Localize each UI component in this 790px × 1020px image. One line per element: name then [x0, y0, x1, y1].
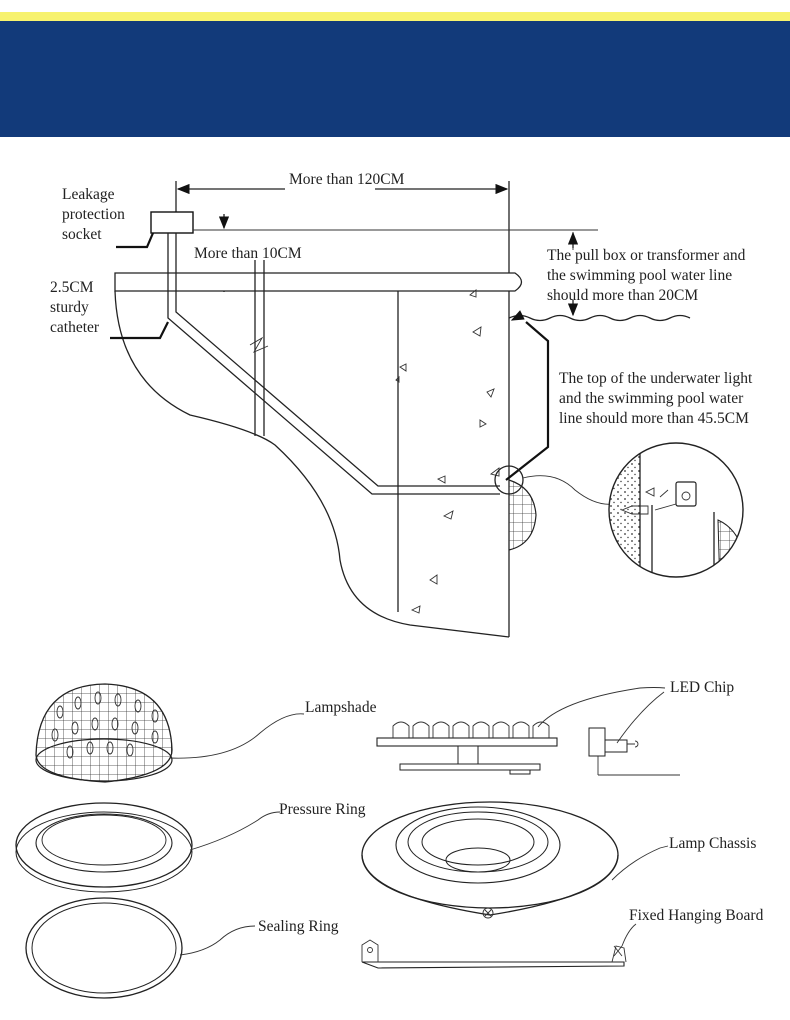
top-white-stripe	[0, 0, 790, 12]
header-yellow-band	[0, 12, 790, 21]
hanging-board-label: Fixed Hanging Board	[629, 907, 764, 924]
socket-label-line2: protection	[62, 206, 125, 223]
pressure-ring-label: Pressure Ring	[279, 801, 366, 818]
light-note-line1: The top of the underwater light	[559, 370, 753, 387]
lampshade-part: Lampshade	[35, 683, 377, 783]
hanging-board-part: Fixed Hanging Board	[361, 907, 764, 969]
led-chip-label: LED Chip	[670, 679, 734, 696]
pressure-ring-part: Pressure Ring	[15, 801, 366, 893]
lamp-chassis-part: Lamp Chassis	[361, 801, 756, 919]
socket-label-line1: Leakage	[62, 186, 115, 203]
socket-label-line3: socket	[62, 226, 102, 243]
light-note-line3: line should more than 45.5CM	[559, 410, 749, 427]
catheter-label-line1: 2.5CM	[50, 279, 94, 296]
catheter-label-line3: catheter	[50, 319, 100, 336]
width-dimension-label: More than 120CM	[289, 171, 405, 188]
socket-leader	[116, 232, 155, 249]
exploded-parts: Lampshade	[15, 679, 764, 999]
sealing-ring-label: Sealing Ring	[258, 918, 339, 935]
pullbox-note-line1: The pull box or transformer and	[547, 247, 746, 264]
header-blue-band	[0, 21, 790, 137]
lampshade-label: Lampshade	[305, 699, 377, 716]
lamp-chassis-label: Lamp Chassis	[669, 835, 756, 852]
pool-cross-section: More than 120CM More than 10CM	[50, 171, 753, 638]
light-note-line2: and the swimming pool water	[559, 390, 744, 407]
leakage-socket-box	[150, 211, 194, 234]
catheter-leader	[110, 321, 169, 340]
catheter-label-line2: sturdy	[50, 299, 89, 316]
height-dimension-label: More than 10CM	[194, 245, 302, 262]
led-chip-part: LED Chip	[376, 679, 734, 776]
pullbox-note-line2: the swimming pool water line	[547, 267, 732, 284]
sealing-ring-part: Sealing Ring	[25, 897, 339, 999]
pullbox-note-line3: should more than 20CM	[547, 287, 698, 304]
detail-magnifier	[608, 442, 744, 578]
